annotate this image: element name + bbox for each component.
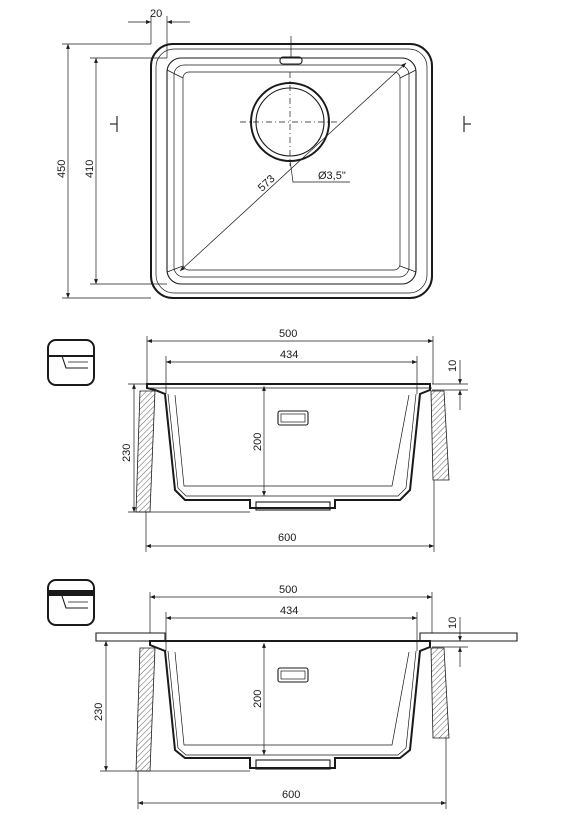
undermount-bowl-depth-label: 200: [252, 690, 264, 708]
undermount-cabinet-left: [135, 647, 156, 772]
flush-outer-width-label: 500: [279, 328, 297, 340]
diagonal-dimension-label: 573: [256, 173, 278, 194]
undermount-inner-width-label: 434: [280, 605, 298, 617]
flush-rim-thickness-label: 10: [447, 360, 459, 372]
flush-overflow: [277, 410, 309, 426]
undermount-outer-width-label: 500: [279, 584, 297, 596]
undermount-rim-thickness-label: 10: [447, 617, 459, 629]
flush-cabinet-left: [135, 390, 156, 513]
sink-rim-inner-line: [155, 48, 428, 294]
undermount-cabinet-right: [430, 647, 450, 739]
flush-cabinet-right: [430, 390, 450, 481]
rim-width-label: 20: [150, 8, 162, 20]
sink-outer-rim: [150, 43, 433, 299]
bowl-outline: [166, 57, 417, 285]
diagonal-dimension-line: [179, 62, 407, 272]
section-marker-right: [463, 116, 471, 132]
undermount-total-depth-label: 230: [93, 703, 105, 721]
flush-total-depth-label: 230: [121, 444, 133, 462]
undermount-sink-body: [149, 640, 431, 769]
drain-dimension-label: Ø3,5": [318, 170, 346, 182]
undermount-icon: [47, 579, 95, 626]
section-marker-left: [110, 116, 118, 132]
undermount-countertop-right: [419, 632, 518, 642]
inner-height-label: 410: [84, 160, 96, 178]
flush-inner-width-label: 434: [280, 349, 298, 361]
flush-cabinet-width-label: 600: [278, 532, 296, 544]
top-view: 573 Ø3,5" 20 450 410: [56, 8, 471, 299]
undermount-cabinet-width-label: 600: [282, 789, 300, 801]
section-flush: 500 434 10 230 200 600: [47, 328, 468, 552]
outer-height-label: 450: [56, 160, 68, 178]
section-undermount: 500 434 10 230 200 600: [47, 579, 518, 809]
flush-bowl-depth-label: 200: [252, 433, 264, 451]
undermount-overflow: [277, 667, 309, 683]
undermount-countertop-left: [95, 632, 166, 642]
flush-sink-body: [146, 383, 431, 509]
flush-mount-icon: [47, 339, 95, 386]
